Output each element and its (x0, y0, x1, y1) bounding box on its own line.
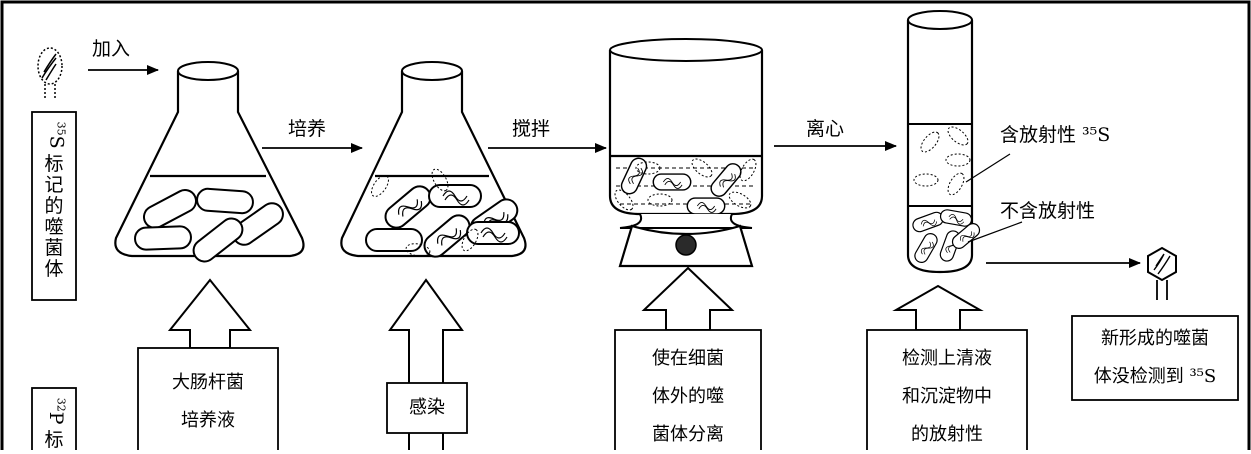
hollow-arrow-1 (167, 278, 253, 349)
infect-box-text: 感染 (387, 389, 467, 427)
culture-label: 培养 (288, 118, 327, 140)
infect-line-1: 感染 (409, 397, 445, 418)
flask-2 (340, 61, 527, 263)
separate-line-2: 体外的噬 (652, 386, 724, 407)
side-char: 标 (44, 429, 64, 451)
result-box-text: 新形成的噬菌 体没检测到 ³⁵S (1072, 320, 1238, 396)
ecoli-line-2: 培养液 (181, 410, 235, 431)
blender (608, 38, 764, 268)
isotope-s: S (45, 135, 68, 149)
side-char: 的 (44, 195, 64, 217)
separate-box (614, 329, 762, 450)
side-box-top (31, 111, 77, 301)
isotope-p: P (45, 411, 68, 425)
side-box-top-chars: 标 记 的 噬 菌 体 (33, 154, 75, 280)
isotope-35s: 35S (43, 118, 68, 152)
side-char: 标 (44, 153, 64, 175)
stir-label: 搅拌 (512, 118, 551, 140)
side-box-bottom-chars: 标 (33, 430, 75, 451)
detect-box (866, 329, 1028, 450)
hollow-arrow-2 (388, 278, 464, 450)
side-box-bottom-label: 32P 标 (33, 390, 75, 451)
detect-box-text: 检测上清液 和沉淀物中 的放射性 (867, 340, 1027, 454)
side-char: 菌 (44, 237, 64, 259)
centrifuge-label: 离心 (806, 118, 845, 140)
supernatant-label: 含放射性 ³⁵S (1000, 124, 1111, 146)
result-line-1: 新形成的噬菌 (1101, 328, 1209, 349)
pellet-label: 不含放射性 (1000, 200, 1096, 222)
result-box (1071, 315, 1239, 401)
infect-box (386, 382, 468, 434)
side-char: 记 (44, 174, 64, 196)
phage-icon (37, 47, 63, 100)
side-char: 噬 (44, 216, 64, 238)
separate-line-3: 菌体分离 (652, 424, 724, 445)
separate-line-1: 使在细菌 (652, 348, 724, 369)
ecoli-line-1: 大肠杆菌 (172, 372, 244, 393)
side-char: 体 (44, 258, 64, 280)
supernatant-pointer (965, 153, 1011, 183)
detect-line-3: 的放射性 (911, 424, 983, 445)
ecoli-box-text: 大肠杆菌 培养液 (138, 364, 278, 440)
hollow-arrow-4 (892, 284, 984, 331)
side-box-top-label: 35S 标 记 的 噬 菌 体 (33, 114, 75, 298)
detect-line-1: 检测上清液 (902, 348, 992, 369)
isotope-32-sup: 32 (54, 397, 68, 412)
isotope-32p: 32P (43, 394, 68, 428)
side-box-bottom (31, 387, 77, 450)
test-tube (906, 10, 983, 274)
detect-line-2: 和沉淀物中 (902, 386, 992, 407)
pellet-pointer (967, 221, 1023, 243)
flask-1 (114, 61, 305, 267)
add-label: 加入 (92, 38, 131, 60)
result-line-2: 体没检测到 ³⁵S (1093, 366, 1217, 387)
new-phage-icon (1147, 246, 1177, 300)
isotope-35-sup: 35 (54, 121, 68, 136)
ecoli-box (137, 347, 279, 450)
separate-box-text: 使在细菌 体外的噬 菌体分离 (615, 340, 761, 454)
hollow-arrow-3 (641, 266, 735, 331)
